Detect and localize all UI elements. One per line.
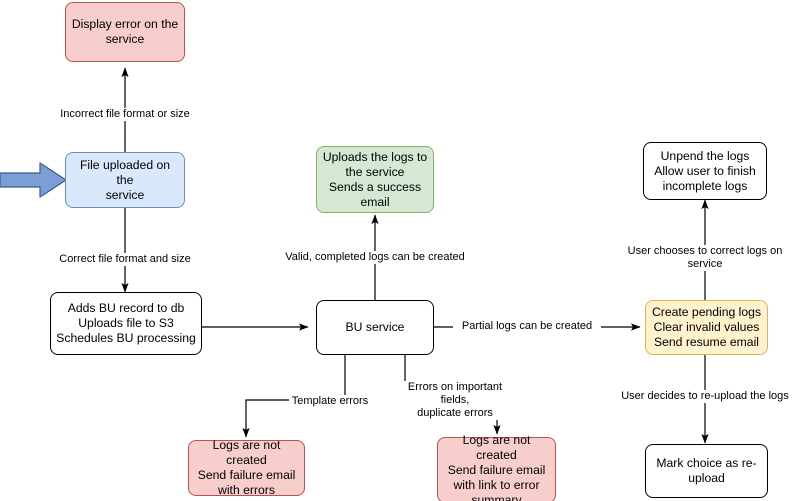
node-adds-bu-record[interactable]: Adds BU record to db Uploads file to S3 … [50,292,202,355]
node-create-pending-logs[interactable]: Create pending logs Clear invalid values… [645,300,768,355]
edge-label-template-errors: Template errors [289,395,371,408]
node-logs-not-created-link[interactable]: Logs are not created Send failure email … [437,433,556,501]
entry-arrow-icon [0,162,67,198]
edge-label-partial-logs: Partial logs can be created [453,320,601,333]
node-unpend-logs[interactable]: Unpend the logs Allow user to finish inc… [643,142,767,200]
node-logs-not-created-errors[interactable]: Logs are not created Send failure email … [188,438,305,497]
edge-label-user-corrects: User chooses to correct logs on service [607,245,801,271]
edge-label-important-field-errors: Errors on important fields, duplicate er… [391,381,519,420]
edge-label-valid-logs: Valid, completed logs can be created [277,251,473,264]
node-uploads-logs[interactable]: Uploads the logs to the service Sends a … [316,146,434,213]
edge-label-incorrect-format: Incorrect file format or size [50,108,200,121]
node-display-error[interactable]: Display error on the service [65,2,185,62]
node-file-uploaded[interactable]: File uploaded on the service [65,152,185,208]
edge-label-correct-format: Correct file format and size [51,253,199,266]
node-bu-service[interactable]: BU service [316,300,434,355]
node-mark-choice[interactable]: Mark choice as re- upload [645,444,768,498]
edge-label-user-reupload: User decides to re-upload the logs [613,390,797,403]
